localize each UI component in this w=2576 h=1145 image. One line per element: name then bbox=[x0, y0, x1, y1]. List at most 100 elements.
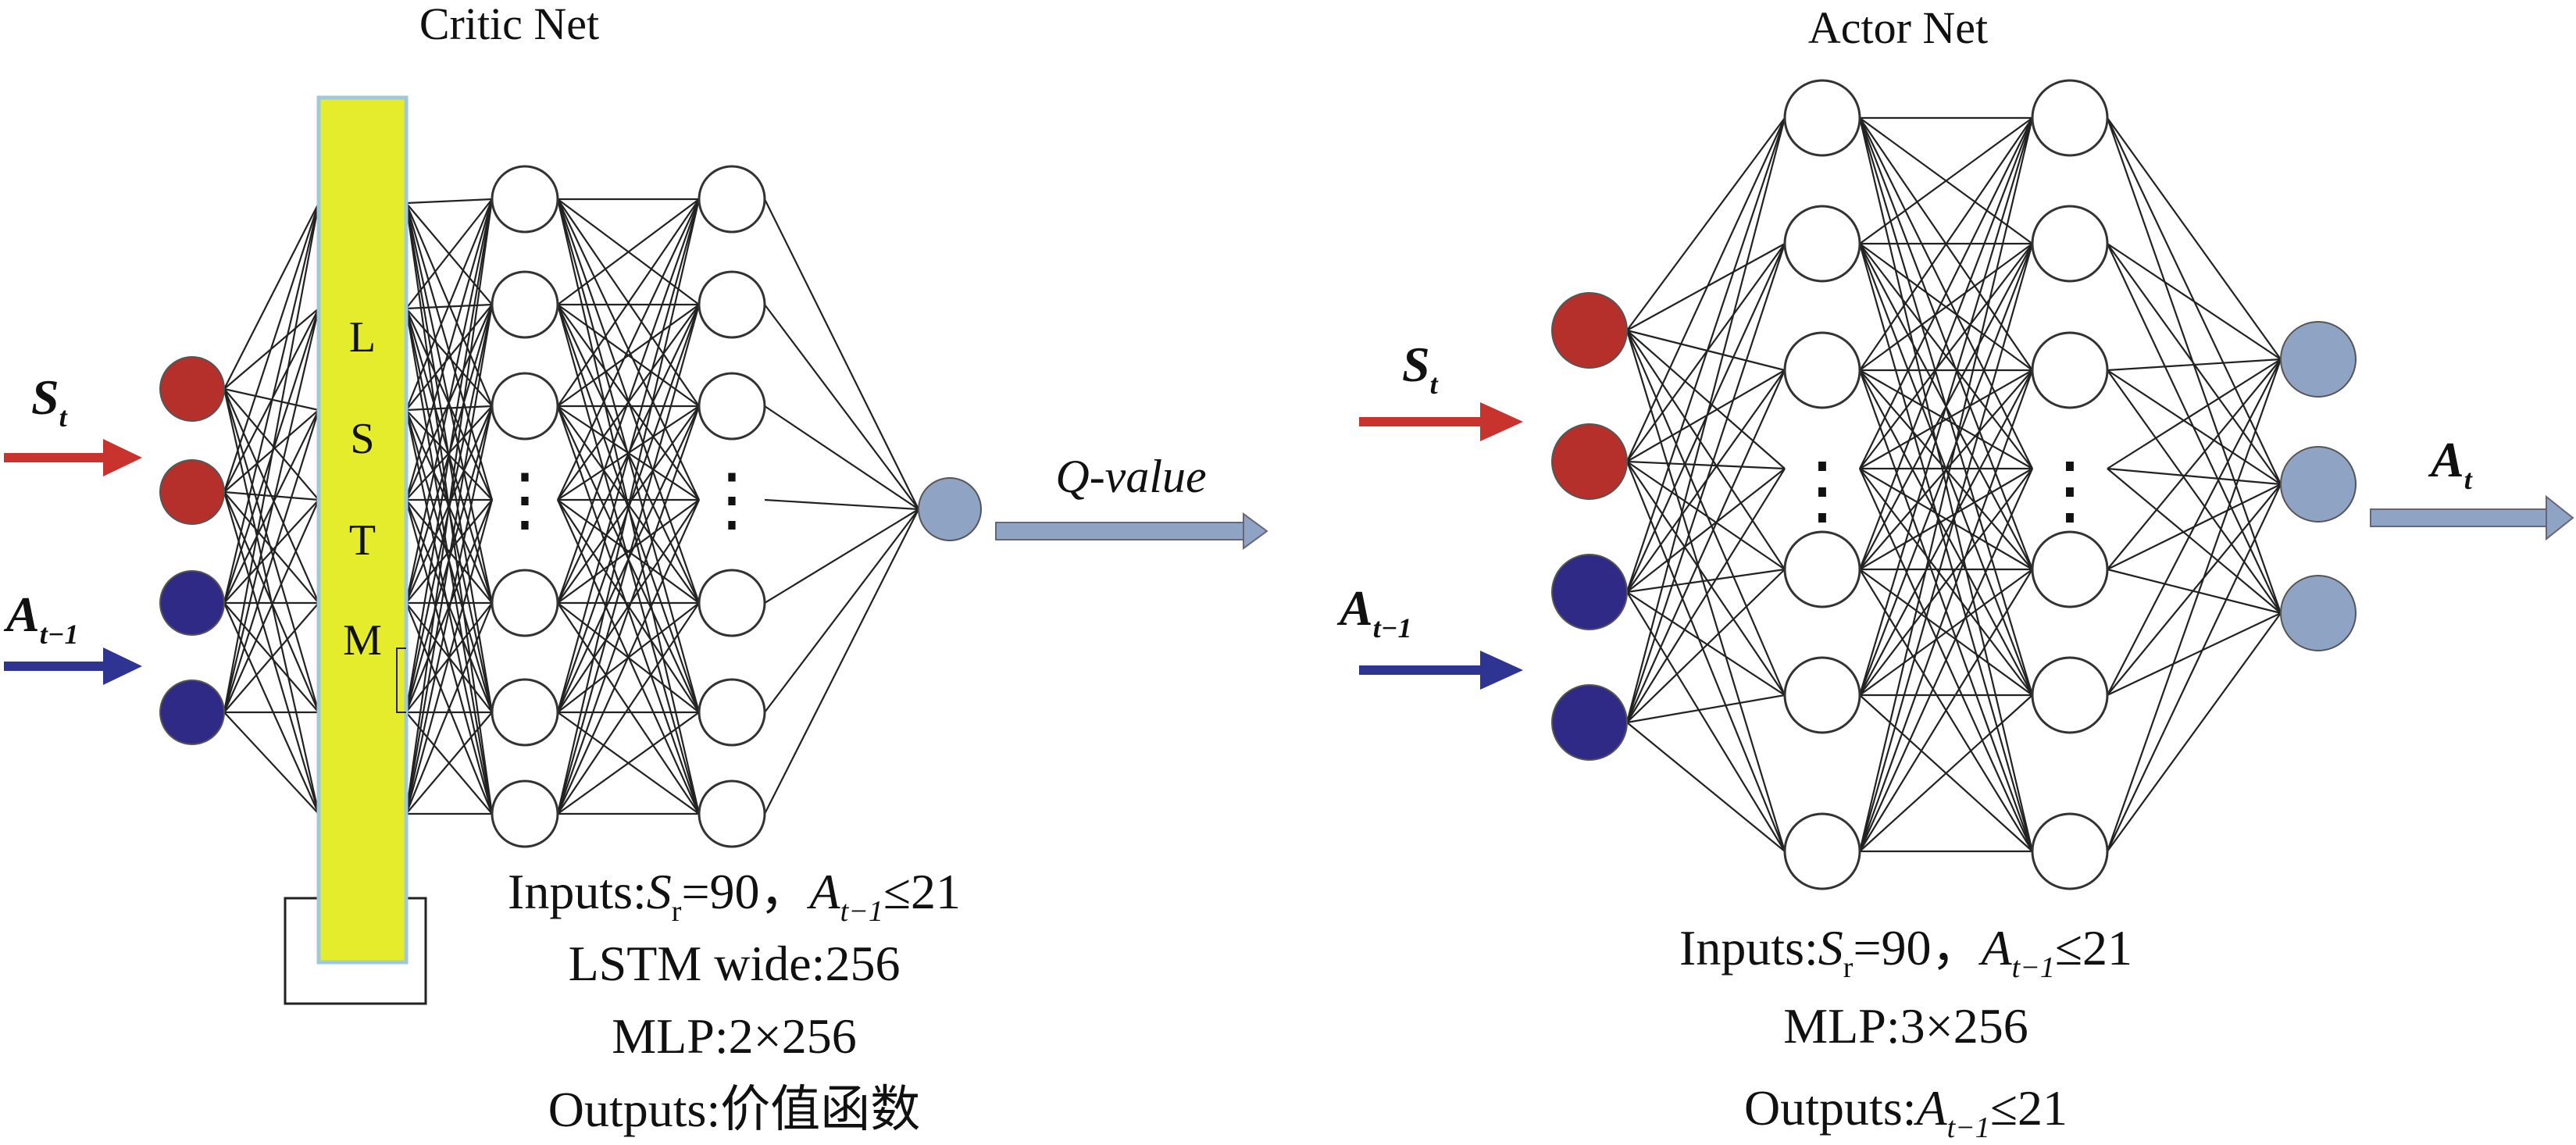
critic-hidden-hidden-edge bbox=[557, 499, 700, 713]
critic-hidden-output-edge bbox=[764, 508, 919, 815]
actor-input-hidden-edge bbox=[1625, 330, 1786, 852]
critic-h1-ellipsis: ⋮ bbox=[490, 462, 560, 539]
q-value-arrow-shaft bbox=[995, 522, 1247, 540]
actor-h2-node bbox=[2031, 205, 2109, 283]
critic-hidden-hidden-edge bbox=[557, 198, 700, 305]
actor-h1-node bbox=[1783, 331, 1861, 409]
q-value-arrowhead bbox=[1243, 512, 1268, 550]
critic-h1-node bbox=[491, 678, 559, 747]
actor-output-arrow-shaft bbox=[2370, 508, 2549, 527]
actor-input-hidden-edge bbox=[1626, 329, 1786, 372]
actor-spec-outputs: Outputs:At−1≤21 bbox=[1744, 1080, 2068, 1144]
actor-hidden-hidden-edge bbox=[1859, 468, 2033, 570]
actor-output: At bbox=[2370, 432, 2574, 541]
actor-h1-node bbox=[1783, 812, 1861, 890]
actor-input-hidden-edge bbox=[1626, 468, 1786, 593]
critic-hidden-layer-1 bbox=[491, 165, 559, 848]
actor-h1-node bbox=[1783, 205, 1861, 283]
actor-input-hidden-edge bbox=[1625, 117, 1786, 723]
actor-action-node-1 bbox=[1551, 554, 1628, 630]
actor-input-hidden-edge bbox=[1626, 468, 1786, 723]
critic-output: Q-value bbox=[995, 451, 1268, 550]
actor-specs: Inputs:Sr=90，At−1≤21 MLP:3×256 Outputs:A… bbox=[1679, 920, 2132, 1144]
actor-output-node-1 bbox=[2280, 321, 2357, 398]
critic-hidden-output-edge bbox=[764, 405, 919, 510]
actor-hidden-output-edge bbox=[2107, 358, 2282, 570]
actor-input-hidden-edge bbox=[1625, 461, 1786, 852]
critic-connections bbox=[223, 198, 919, 815]
critic-hidden-hidden-edge bbox=[556, 198, 701, 815]
critic-input-lstm-edge bbox=[223, 491, 319, 604]
actor-h1-node bbox=[1783, 530, 1861, 608]
critic-action-label: At−1 bbox=[3, 587, 79, 650]
actor-action-input: At−1 bbox=[1336, 580, 1523, 690]
critic-input-lstm-edge bbox=[223, 388, 319, 501]
critic-lstm-hidden-edge bbox=[405, 198, 494, 604]
actor-hidden-hidden-edge bbox=[1859, 569, 2033, 696]
critic-h2-node bbox=[698, 270, 766, 339]
critic-hidden-hidden-edge bbox=[556, 405, 701, 815]
actor-input-hidden-edge bbox=[1626, 591, 1786, 852]
critic-h2-node bbox=[698, 779, 766, 848]
actor-hidden-output-edge bbox=[2107, 369, 2282, 614]
critic-input-lstm-edge bbox=[223, 409, 319, 493]
actor-hidden-hidden-edge bbox=[1859, 369, 2033, 469]
critic-h2-node bbox=[698, 165, 766, 234]
critic-specs: Inputs:Sr=90，At−1≤21 LSTM wide:256 MLP:2… bbox=[508, 864, 961, 1137]
actor-h2-node bbox=[2031, 331, 2109, 409]
actor-input-hidden-edge bbox=[1625, 243, 1786, 723]
critic-lstm-hidden-edge bbox=[405, 198, 494, 501]
actor-hidden-hidden-edge bbox=[1858, 117, 2034, 570]
critic-hidden-output-edge bbox=[764, 498, 919, 511]
actor-state-arrowhead bbox=[1480, 402, 1523, 441]
actor-state-node-2 bbox=[1551, 423, 1628, 500]
critic-input-lstm-edge bbox=[223, 202, 320, 493]
actor-hidden-hidden-edge bbox=[1859, 569, 2033, 852]
actor-input-hidden-edge bbox=[1626, 569, 1786, 723]
actor-hidden-output-edge bbox=[2107, 243, 2282, 614]
actor-input-hidden-edge bbox=[1626, 117, 1786, 462]
critic-lstm-hidden-edge bbox=[405, 405, 494, 815]
actor-h2-node bbox=[2031, 812, 2109, 890]
critic-h1-node bbox=[491, 270, 559, 339]
actor-hidden-output-edge bbox=[2107, 358, 2282, 372]
actor-hidden-output-edge bbox=[2107, 243, 2282, 360]
critic-spec-inputs: Inputs:Sr=90，At−1≤21 bbox=[508, 864, 961, 928]
actor-hidden-output-edge bbox=[2107, 117, 2282, 360]
actor-input-hidden-edge bbox=[1625, 369, 1786, 723]
critic-input-lstm-edge bbox=[223, 499, 319, 604]
actor-input-hidden-edge bbox=[1625, 330, 1786, 696]
q-value-label: Q-value bbox=[1055, 451, 1206, 502]
actor-hidden-hidden-edge bbox=[1859, 243, 2033, 371]
critic-input-lstm-edge bbox=[223, 409, 320, 713]
critic-net: Critic Net L S T M ⋮ bbox=[3, 0, 1268, 1137]
actor-hidden-hidden-edge bbox=[1859, 117, 2033, 371]
actor-spec-mlp: MLP:3×256 bbox=[1783, 998, 2028, 1054]
critic-lstm-hidden-edge bbox=[405, 405, 493, 412]
actor-hidden-hidden-edge bbox=[1859, 694, 2033, 852]
actor-title: Actor Net bbox=[1808, 2, 1988, 53]
critic-input-lstm-edge bbox=[223, 602, 319, 713]
actor-h1-node bbox=[1783, 79, 1861, 157]
critic-action-arrowhead bbox=[103, 647, 142, 685]
critic-hidden-hidden-edge bbox=[556, 499, 701, 815]
actor-state-input: St bbox=[1359, 337, 1523, 441]
critic-state-input: St bbox=[4, 369, 142, 476]
actor-hidden-output-edge bbox=[2107, 468, 2282, 614]
critic-h1-node bbox=[491, 569, 559, 637]
critic-spec-lstm-width: LSTM wide:256 bbox=[569, 936, 901, 991]
critic-state-arrowhead bbox=[103, 439, 142, 476]
critic-h2-node bbox=[698, 569, 766, 637]
critic-input-lstm-edge bbox=[223, 202, 320, 604]
critic-state-node-2 bbox=[159, 459, 225, 525]
critic-lstm-hidden-edge bbox=[405, 198, 494, 411]
actor-hidden-hidden-edge bbox=[1858, 243, 2034, 696]
critic-state-label: St bbox=[31, 369, 68, 433]
actor-h2-node bbox=[2031, 656, 2109, 734]
actor-hidden-layer-1 bbox=[1783, 79, 1861, 890]
actor-input-hidden-edge bbox=[1626, 461, 1786, 696]
actor-hidden-output-edge bbox=[2107, 358, 2282, 696]
critic-lstm-hidden-edge bbox=[405, 712, 493, 815]
actor-hidden-output-edge bbox=[2107, 467, 2282, 486]
